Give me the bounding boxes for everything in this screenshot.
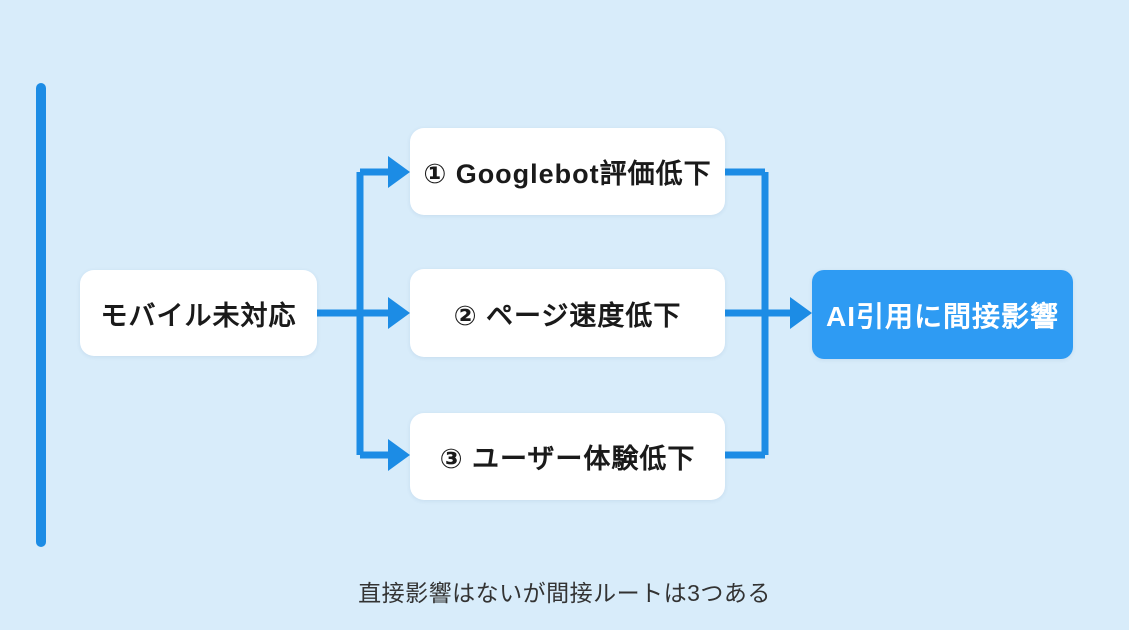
- left-accent-bar: [36, 83, 46, 547]
- route-box-user-experience: ③ ユーザー体験低下: [410, 413, 725, 500]
- arrowhead-route-1: [388, 156, 410, 188]
- arrowhead-result: [790, 297, 812, 329]
- caption: 直接影響はないが間接ルートは3つある: [358, 580, 771, 606]
- route-box-1-label: ① Googlebot評価低下: [423, 159, 712, 189]
- result-box-label: AI引用に間接影響: [825, 300, 1059, 332]
- route-box-3-label: ③ ユーザー体験低下: [439, 444, 696, 474]
- route-box-page-speed: ② ページ速度低下: [410, 269, 725, 357]
- source-box: モバイル未対応: [80, 270, 317, 356]
- route-box-googlebot: ① Googlebot評価低下: [410, 128, 725, 215]
- route-box-2-label: ② ページ速度低下: [453, 300, 682, 331]
- arrowhead-route-3: [388, 439, 410, 471]
- result-box: AI引用に間接影響: [812, 270, 1073, 359]
- arrowhead-route-2: [388, 297, 410, 329]
- source-box-label: モバイル未対応: [100, 300, 297, 331]
